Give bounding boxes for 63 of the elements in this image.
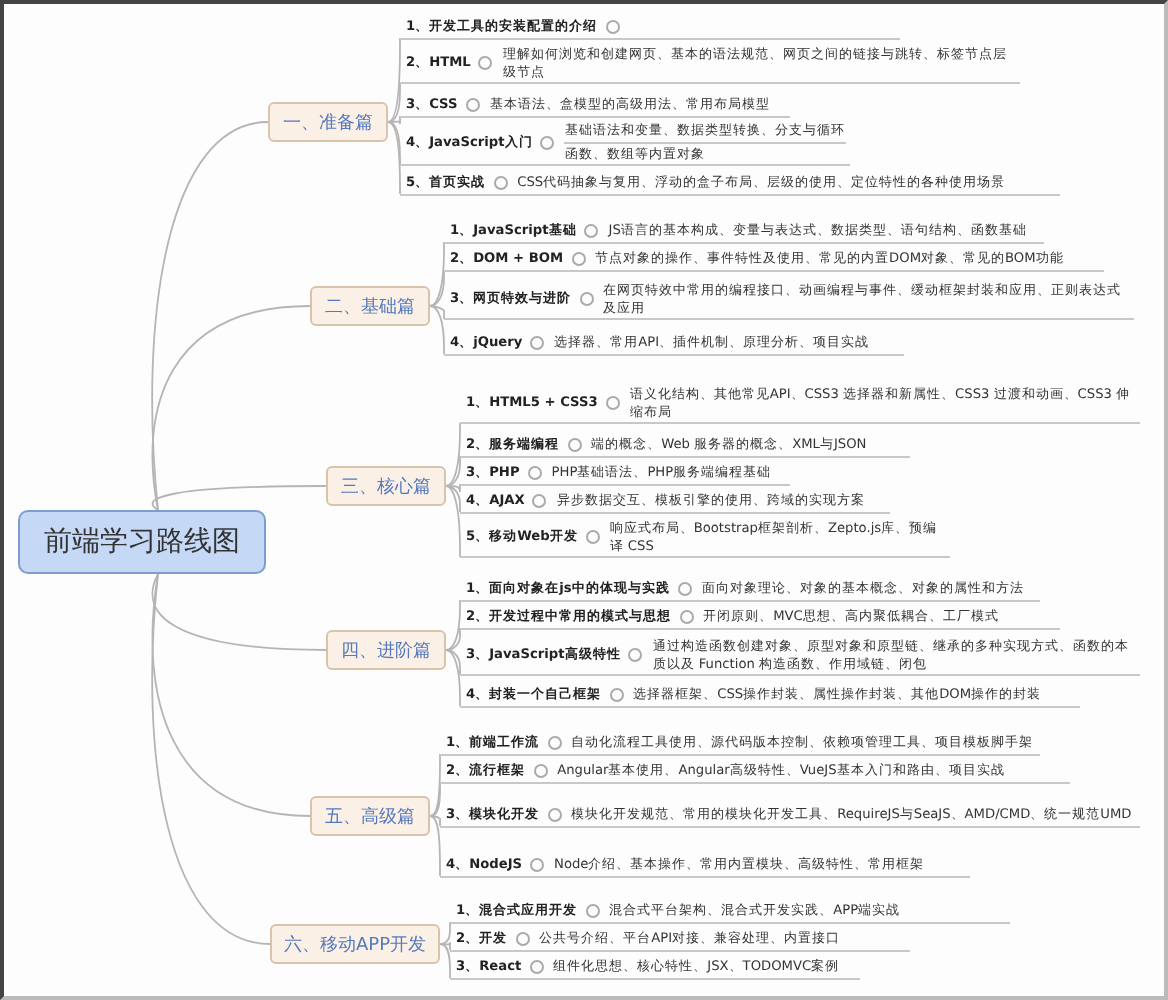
- connector-line: [445, 483, 461, 493]
- connector-line: [439, 943, 451, 979]
- connector-line: [445, 627, 461, 651]
- connector-line: [151, 121, 269, 511]
- branch-row: [444, 220, 1044, 243]
- connector-line: [387, 121, 401, 195]
- topic-box: 三、核心篇: [326, 466, 446, 506]
- connector-line: [445, 599, 461, 651]
- branch-row: [400, 94, 790, 117]
- branch-row: [400, 120, 850, 166]
- branch-row: [440, 732, 1040, 755]
- connector-line: [387, 121, 401, 166]
- connector-line: [387, 115, 401, 125]
- connector-line: [429, 269, 445, 307]
- branch-row: [440, 804, 1140, 827]
- topic-box: 五、高级篇: [310, 796, 430, 836]
- connector-line: [429, 815, 441, 877]
- branch-row: [400, 44, 1020, 84]
- root-box: 前端学习路线图: [18, 510, 266, 574]
- topic-box: 一、准备篇: [268, 102, 388, 142]
- connector-line: [445, 485, 461, 513]
- connector-line: [151, 485, 327, 511]
- connector-line: [387, 82, 401, 123]
- topic-box: 二、基础篇: [310, 286, 430, 326]
- branch-row: [460, 684, 1080, 707]
- branch-row: [460, 606, 1060, 629]
- connector-line: [387, 37, 401, 123]
- branch-row: [440, 854, 970, 877]
- connector-line: [429, 815, 441, 827]
- branch-row: [444, 248, 1104, 271]
- connector-line: [445, 422, 461, 487]
- connector-line: [439, 941, 451, 951]
- branch-row: [400, 16, 900, 39]
- branch-row: [460, 518, 950, 558]
- branch-row: [460, 462, 790, 485]
- branch-row: [444, 280, 1134, 320]
- topic-box: 四、进阶篇: [326, 630, 446, 670]
- branch-row: [460, 578, 1040, 601]
- topic-box: 六、移动APP开发: [270, 924, 440, 964]
- connector-line: [151, 305, 311, 511]
- branch-row: [450, 900, 1010, 923]
- connector-line: [429, 753, 441, 817]
- branch-row: [440, 760, 1070, 783]
- connector-line: [439, 921, 451, 945]
- branch-row: [450, 928, 910, 951]
- connector-line: [429, 241, 445, 307]
- branch-row: [450, 956, 860, 979]
- branch-row: [460, 434, 910, 457]
- connector-line: [445, 455, 461, 487]
- connector-line: [151, 573, 271, 945]
- connector-line: [445, 649, 461, 676]
- connector-line: [151, 573, 311, 817]
- connector-line: [429, 305, 445, 355]
- connector-line: [429, 305, 445, 320]
- branch-row: [444, 332, 904, 355]
- connector-line: [445, 485, 461, 558]
- branch-row: [400, 172, 1060, 195]
- connector-line: [151, 573, 327, 651]
- branch-row: [460, 384, 1140, 424]
- connector-line: [429, 781, 441, 817]
- branch-row: [460, 636, 1140, 676]
- connector-line: [445, 649, 461, 707]
- branch-row: [460, 490, 890, 513]
